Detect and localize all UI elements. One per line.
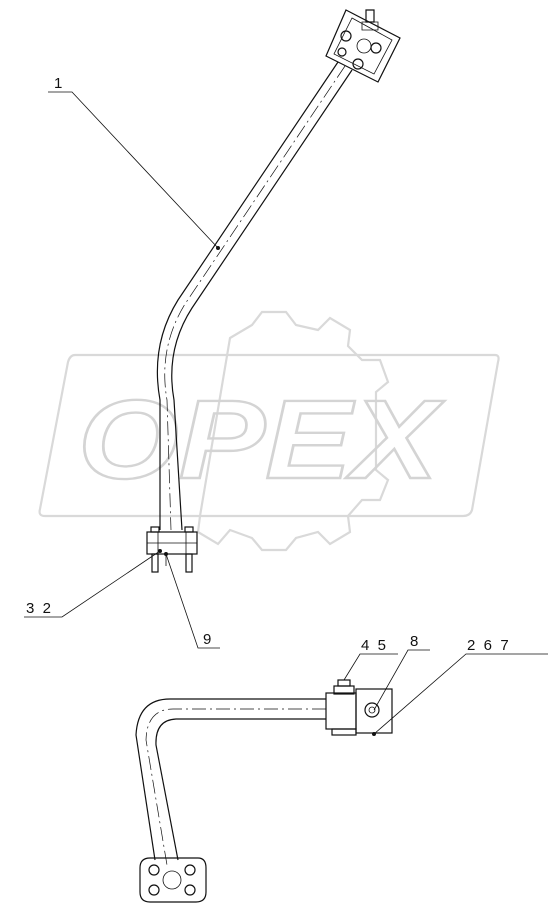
callout-1: 1	[54, 75, 62, 92]
upper-pipe	[156, 61, 353, 531]
callout-3-2: 3 2	[26, 600, 51, 617]
leaders	[24, 91, 548, 735]
upper-pipe-assembly	[146, 9, 401, 573]
lower-bottom-flange	[139, 857, 207, 903]
callout-2-6-7: 2 6 7	[467, 637, 509, 654]
callout-9: 9	[203, 631, 211, 648]
watermark-text: OPEX	[78, 377, 445, 502]
lower-fitting	[325, 679, 393, 736]
lower-pipe	[135, 698, 326, 866]
callout-labels: 1 3 2 9 4 5 8 2 6 7	[26, 75, 509, 654]
watermark-badge	[38, 353, 500, 518]
upper-flange	[325, 9, 401, 83]
upper-pipe-lower-flange	[146, 526, 198, 573]
callout-4-5: 4 5	[361, 637, 386, 654]
lower-pipe-assembly	[135, 679, 393, 903]
watermark: OPEX	[38, 310, 500, 552]
callout-8: 8	[410, 633, 418, 650]
watermark-gear	[196, 310, 390, 552]
